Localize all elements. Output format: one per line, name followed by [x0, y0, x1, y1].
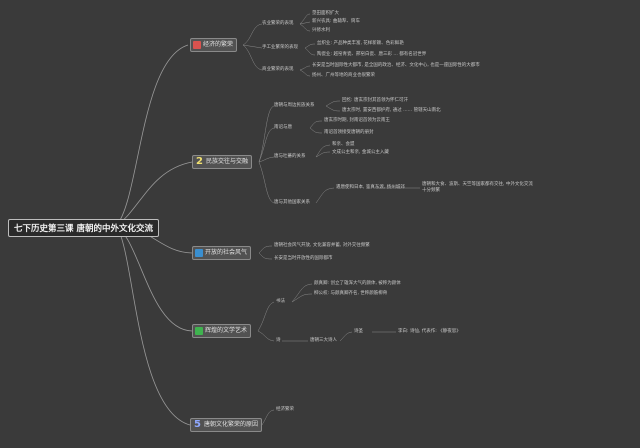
topic-node[interactable]: 经济繁荣: [276, 407, 294, 412]
leaf-node[interactable]: 唐玄宗时期, 封南诏首领为云南王: [324, 118, 390, 123]
leaf-node[interactable]: 颜真卿: 创立了雄浑大气的颜体, 被称为颜体: [314, 281, 401, 286]
topic-node[interactable]: 唐与其他国家关系: [274, 200, 310, 205]
topic-node[interactable]: 唐与吐蕃的关系: [274, 154, 306, 159]
leaf-node[interactable]: 唐太宗时, 置安西都护府, 通过 …… 管辖天山南北: [342, 108, 441, 113]
leaf-node[interactable]: 诗圣: [354, 329, 363, 334]
leaf-node[interactable]: 唐朝和大食、波斯、天竺等国家都有交往, 中外文化交流十分频繁: [422, 182, 533, 193]
topic-node[interactable]: 手工业繁荣的表现: [262, 45, 298, 50]
leaf-node[interactable]: 柳公权: 与颜真卿齐名, 世称颜筋柳骨: [314, 291, 388, 296]
leaf-node[interactable]: 李白: 诗仙, 代表作: 《静夜思》: [398, 329, 461, 334]
leaf-node[interactable]: 文成公主和亲, 金城公主入藏: [332, 150, 389, 155]
branch-title: 开放的社会风气: [205, 249, 248, 256]
topic-node[interactable]: 唐朝社会风气开放, 文化兼容并蓄, 对外交往频繁: [274, 243, 370, 248]
leaf-node[interactable]: 遣唐使和日本, 鉴真东渡, 扬州城郊: [336, 185, 405, 190]
topic-node[interactable]: 长安是当时开放性的国际都市: [274, 256, 333, 261]
leaf-node[interactable]: 丝织业: 产品种类丰富, 花样新颖、色彩鲜艳: [317, 41, 404, 46]
leaf-node[interactable]: 南诏首领接受唐朝的册封: [324, 130, 374, 135]
priority-4-icon: 4: [195, 327, 203, 335]
priority-1-icon: 1: [193, 41, 201, 49]
root-title: 七下历史第三课 唐朝的中外文化交流: [14, 224, 153, 234]
topic-node[interactable]: 农业繁荣的表现: [262, 21, 294, 26]
branch-title: 民族交往与交融: [206, 158, 249, 165]
leaf-node[interactable]: 回纥: 唐玄宗封其首领为怀仁可汗: [342, 98, 408, 103]
leaf-node[interactable]: 唐朝三大诗人: [310, 338, 337, 343]
topic-node[interactable]: 南诏与唐: [274, 125, 292, 130]
priority-2-icon: 2: [196, 156, 203, 167]
priority-5-icon: 5: [194, 419, 201, 430]
topic-node[interactable]: 诗: [276, 338, 281, 343]
branch-title: 经济的繁荣: [203, 41, 234, 48]
leaf-node[interactable]: 扬州、广州等地的商业也很繁荣: [312, 73, 375, 78]
leaf-node[interactable]: 和亲、会盟: [332, 142, 355, 147]
topic-node[interactable]: 书法: [276, 299, 285, 304]
leaf-node[interactable]: 垦田面积扩大: [312, 11, 339, 16]
priority-3-icon: 3: [195, 249, 203, 257]
topic-node[interactable]: 唐朝与周边民族关系: [274, 103, 315, 108]
topic-node[interactable]: 商业繁荣的表现: [262, 67, 294, 72]
leaf-node[interactable]: 新兴农具: 曲辕犁、筒车: [312, 19, 360, 24]
branch-title: 唐朝文化繁荣的原因: [204, 421, 259, 428]
leaf-node[interactable]: 长安是当时国际性大都市, 是全国的政治、经济、文化中心, 也是一座国际性的大都市: [312, 63, 480, 68]
branch-title: 辉煌的文学艺术: [205, 327, 248, 334]
leaf-node[interactable]: 陶瓷业: 越窑青瓷、邢窑白瓷、唐三彩 … 都有名冠世界: [317, 52, 427, 57]
root-node[interactable]: 七下历史第三课 唐朝的中外文化交流: [8, 219, 159, 237]
leaf-node[interactable]: 兴修水利: [312, 28, 330, 33]
